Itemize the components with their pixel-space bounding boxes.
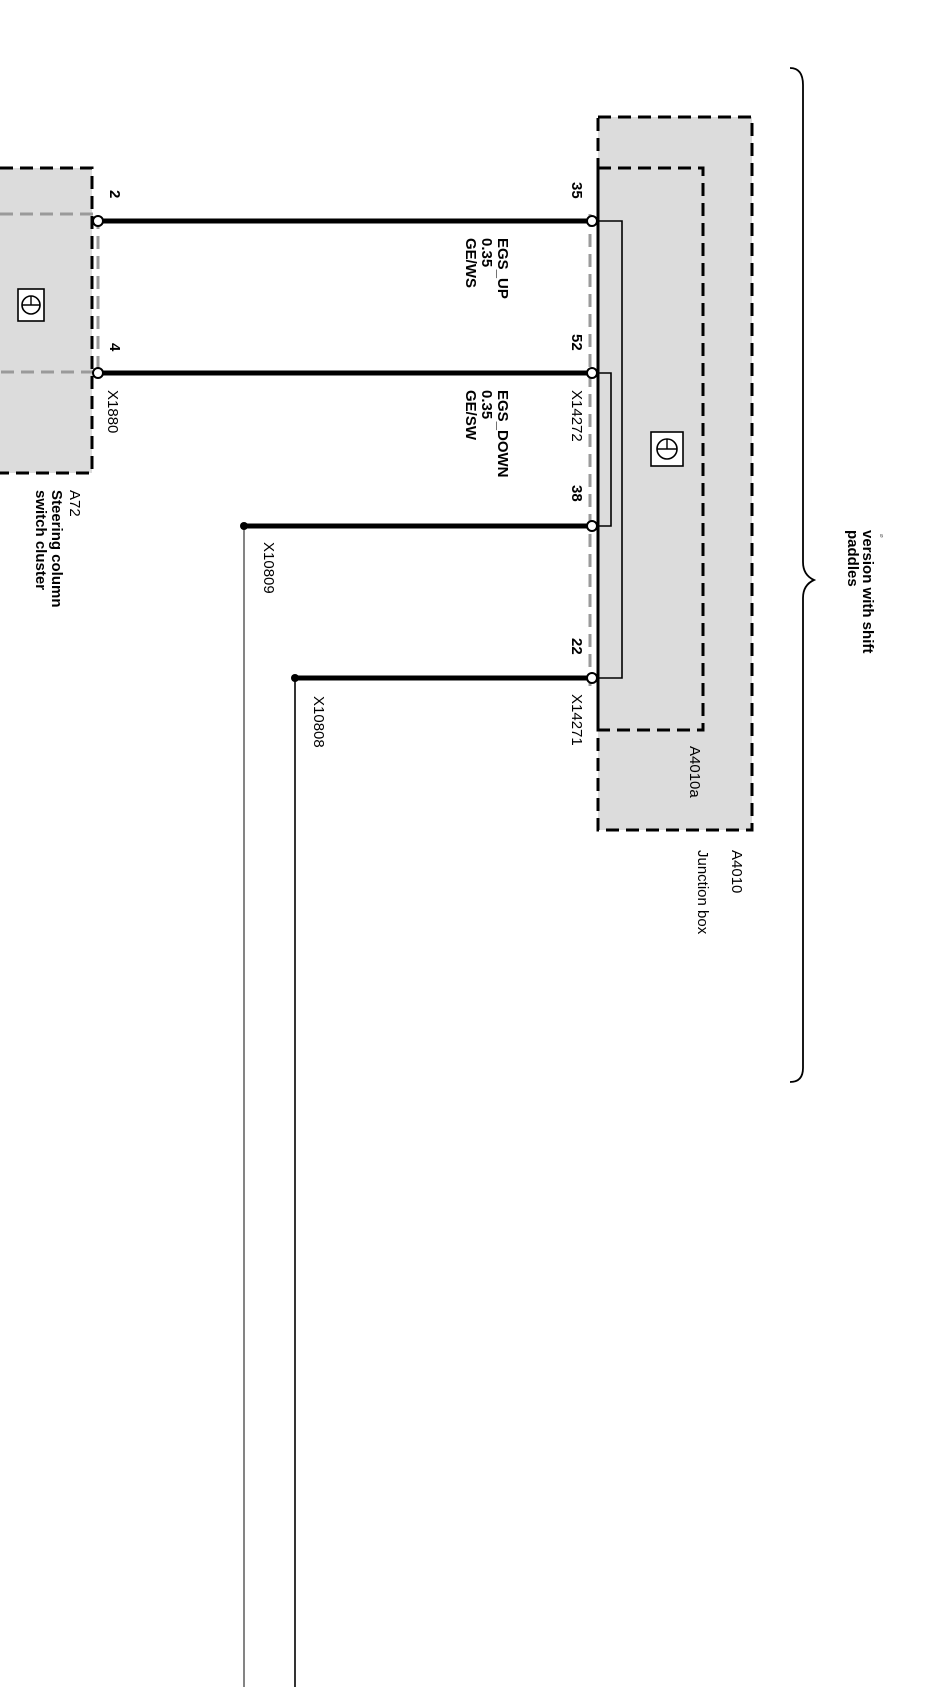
module-name-a72-line2: switch cluster [32, 490, 49, 590]
pin-label-jb-52: 52 [568, 334, 585, 351]
module-name-a4010: Junction box [694, 850, 711, 935]
connector-label-x14271: X14271 [568, 694, 585, 746]
module-id-a4010: A4010 [728, 850, 745, 893]
connector-label-x10809: X10809 [260, 542, 277, 594]
wire-x10808 [291, 674, 592, 1687]
wire-signal-egs-up: EGS_UP [494, 238, 511, 299]
connector-label-x1880: X1880 [104, 390, 121, 433]
module-id-a4010a: A4010a [686, 746, 703, 798]
wire-color-egs-down: GE/SW [462, 390, 479, 441]
connector-label-x14272: X14272 [568, 390, 585, 442]
pin-label-jb-22: 22 [568, 638, 585, 655]
variant-label-line1: version with shift [859, 530, 876, 653]
variant-brace [789, 67, 817, 1083]
variant-marker: ⌀ [878, 534, 884, 538]
pin-label-jb-35: 35 [568, 182, 585, 199]
pin-label-a72-4: 4 [106, 343, 123, 352]
pin-jb-22 [586, 672, 598, 684]
pin-a72-2 [92, 215, 104, 227]
pin-jb-38 [586, 520, 598, 532]
steering-column-module [0, 166, 100, 475]
wire-section-egs-up: 0.35 [478, 238, 495, 267]
wire-color-egs-up: GE/WS [462, 238, 479, 288]
control-unit-icon [17, 288, 45, 322]
control-unit-icon [650, 431, 684, 467]
wire-x10809 [240, 522, 592, 1687]
pin-label-a72-2: 2 [106, 190, 123, 198]
wire-section-egs-down: 0.35 [478, 390, 495, 419]
wire-signal-egs-down: EGS_DOWN [494, 390, 511, 478]
connector-label-x10808: X10808 [310, 696, 327, 748]
pin-jb-52 [586, 367, 598, 379]
module-id-a72: A72 [66, 490, 83, 517]
junction-box-module [588, 115, 754, 832]
pin-label-jb-38: 38 [568, 485, 585, 502]
variant-label-line2: paddles [844, 530, 861, 587]
pin-a72-4 [92, 367, 104, 379]
pin-jb-35 [586, 215, 598, 227]
module-name-a72-line1: Steering column [48, 490, 65, 608]
